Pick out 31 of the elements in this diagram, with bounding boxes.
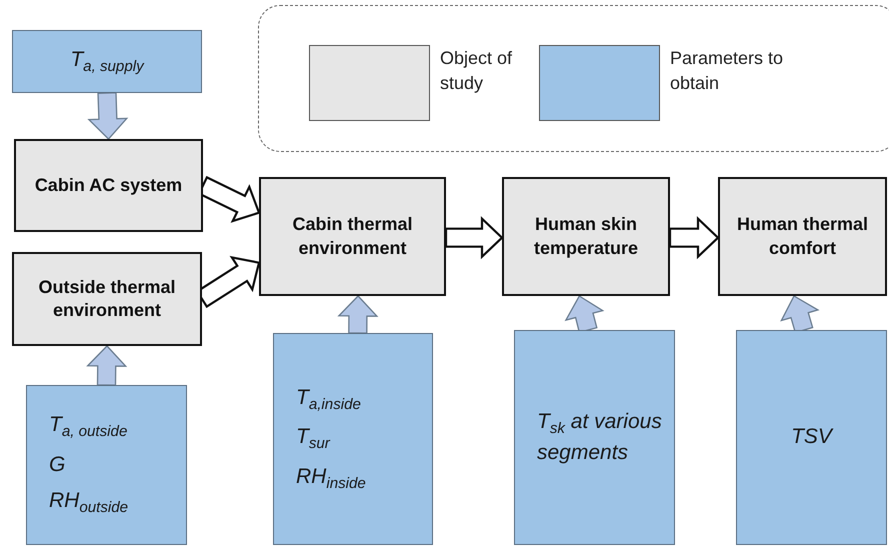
parameter-text: T$_{sk}$ at various segments (537, 408, 663, 466)
box-label: Outside thermal environment (37, 276, 177, 322)
parameter-text: T$_{a, supply}$ (70, 46, 144, 77)
legend-label: Object of study (440, 47, 514, 96)
parameter-text: G (49, 452, 66, 478)
legend-label: Parameters to obtain (670, 47, 784, 96)
block-arrow (444, 216, 504, 260)
block-arrow (668, 216, 720, 260)
parameter-text: RH$_{outside}$ (49, 488, 128, 518)
process-box (14, 139, 203, 232)
parameter-box (736, 330, 887, 545)
parameter-box (26, 385, 187, 545)
process-box (259, 177, 446, 296)
box-label: Human thermal comfort (736, 213, 870, 260)
parameter-text: RH$_{inside}$ (296, 464, 366, 494)
box-label: Cabin AC system (34, 174, 182, 197)
process-box (718, 177, 887, 296)
block-arrow (337, 295, 378, 334)
parameter-box (12, 30, 202, 93)
parameter-text: T$_{a, outside}$ (49, 412, 128, 442)
block-arrow (87, 92, 128, 140)
process-box (502, 177, 670, 296)
parameter-text: TSV (791, 424, 832, 450)
block-arrow (86, 345, 128, 386)
parameter-box (273, 333, 433, 545)
box-label: Human skin temperature (532, 213, 640, 260)
parameter-text: T$_{a,inside}$ (296, 384, 361, 415)
box-label: Cabin thermal environment (291, 213, 414, 260)
process-box (12, 252, 202, 346)
parameter-text: T$_{sur}$ (296, 424, 330, 454)
parameter-box (514, 330, 675, 545)
